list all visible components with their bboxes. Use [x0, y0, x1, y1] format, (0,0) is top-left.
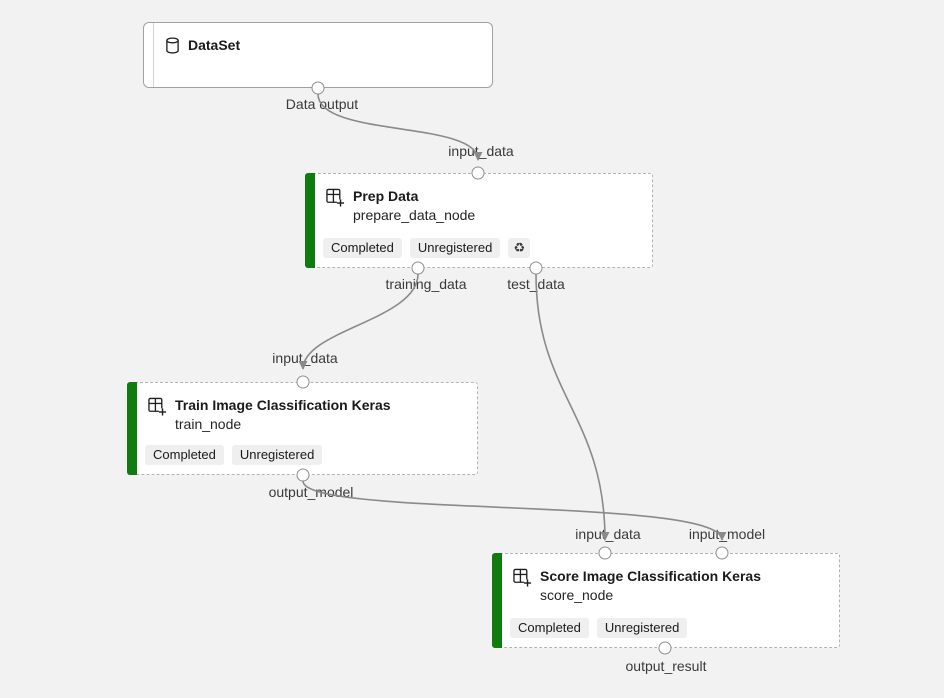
node-title: Train Image Classification Keras — [175, 397, 391, 413]
train-status-accent-bar — [127, 382, 137, 475]
status-badge: Completed — [510, 618, 589, 638]
port-score-input-model[interactable] — [715, 546, 729, 560]
registration-badge: Unregistered — [231, 445, 323, 465]
port-label-training-data: training_data — [385, 276, 467, 292]
node-score[interactable]: Score Image Classification Keras score_n… — [492, 553, 840, 648]
database-icon — [165, 37, 180, 59]
registration-badge: Unregistered — [409, 238, 501, 258]
node-prep-data[interactable]: Prep Data prepare_data_node Completed Un… — [305, 173, 653, 268]
edge-train-to-score[interactable] — [302, 480, 727, 541]
component-grid-icon — [326, 188, 345, 212]
node-train[interactable]: Train Image Classification Keras train_n… — [127, 382, 478, 475]
node-dataset[interactable]: DataSet — [143, 22, 493, 88]
component-grid-icon — [513, 568, 532, 592]
port-dataset-output[interactable] — [311, 81, 325, 95]
reuse-icon: ♻ — [508, 238, 531, 258]
port-label-output-result: output_result — [625, 658, 707, 674]
component-grid-icon — [148, 397, 167, 421]
port-train-output-model[interactable] — [296, 468, 310, 482]
port-label-score-input-model: input_model — [688, 526, 766, 542]
status-badge: Completed — [323, 238, 402, 258]
port-label-test-data: test_data — [507, 276, 565, 292]
port-prep-input-data[interactable] — [471, 166, 485, 180]
port-train-input-data[interactable] — [296, 375, 310, 389]
registration-badge: Unregistered — [596, 618, 688, 638]
port-label-output-model: output_model — [268, 484, 354, 500]
dataset-accent-bar — [144, 23, 154, 87]
port-score-input-data[interactable] — [598, 546, 612, 560]
score-status-accent-bar — [492, 553, 502, 648]
port-prep-training-data[interactable] — [411, 261, 425, 275]
node-subtitle: prepare_data_node — [353, 207, 476, 223]
port-label-data-output: Data output — [285, 96, 359, 112]
prep-status-accent-bar — [305, 173, 315, 268]
node-subtitle: train_node — [175, 416, 242, 432]
edge-prep-to-score[interactable] — [535, 273, 610, 541]
node-title: Score Image Classification Keras — [540, 568, 761, 584]
port-label-train-input: input_data — [272, 350, 338, 366]
port-prep-test-data[interactable] — [529, 261, 543, 275]
node-title: Prep Data — [353, 188, 419, 204]
port-label-prep-input: input_data — [448, 143, 514, 159]
node-title: DataSet — [188, 37, 241, 53]
node-subtitle: score_node — [540, 587, 614, 603]
port-label-score-input-data: input_data — [575, 526, 641, 542]
port-score-output-result[interactable] — [658, 641, 672, 655]
status-badge: Completed — [145, 445, 224, 465]
